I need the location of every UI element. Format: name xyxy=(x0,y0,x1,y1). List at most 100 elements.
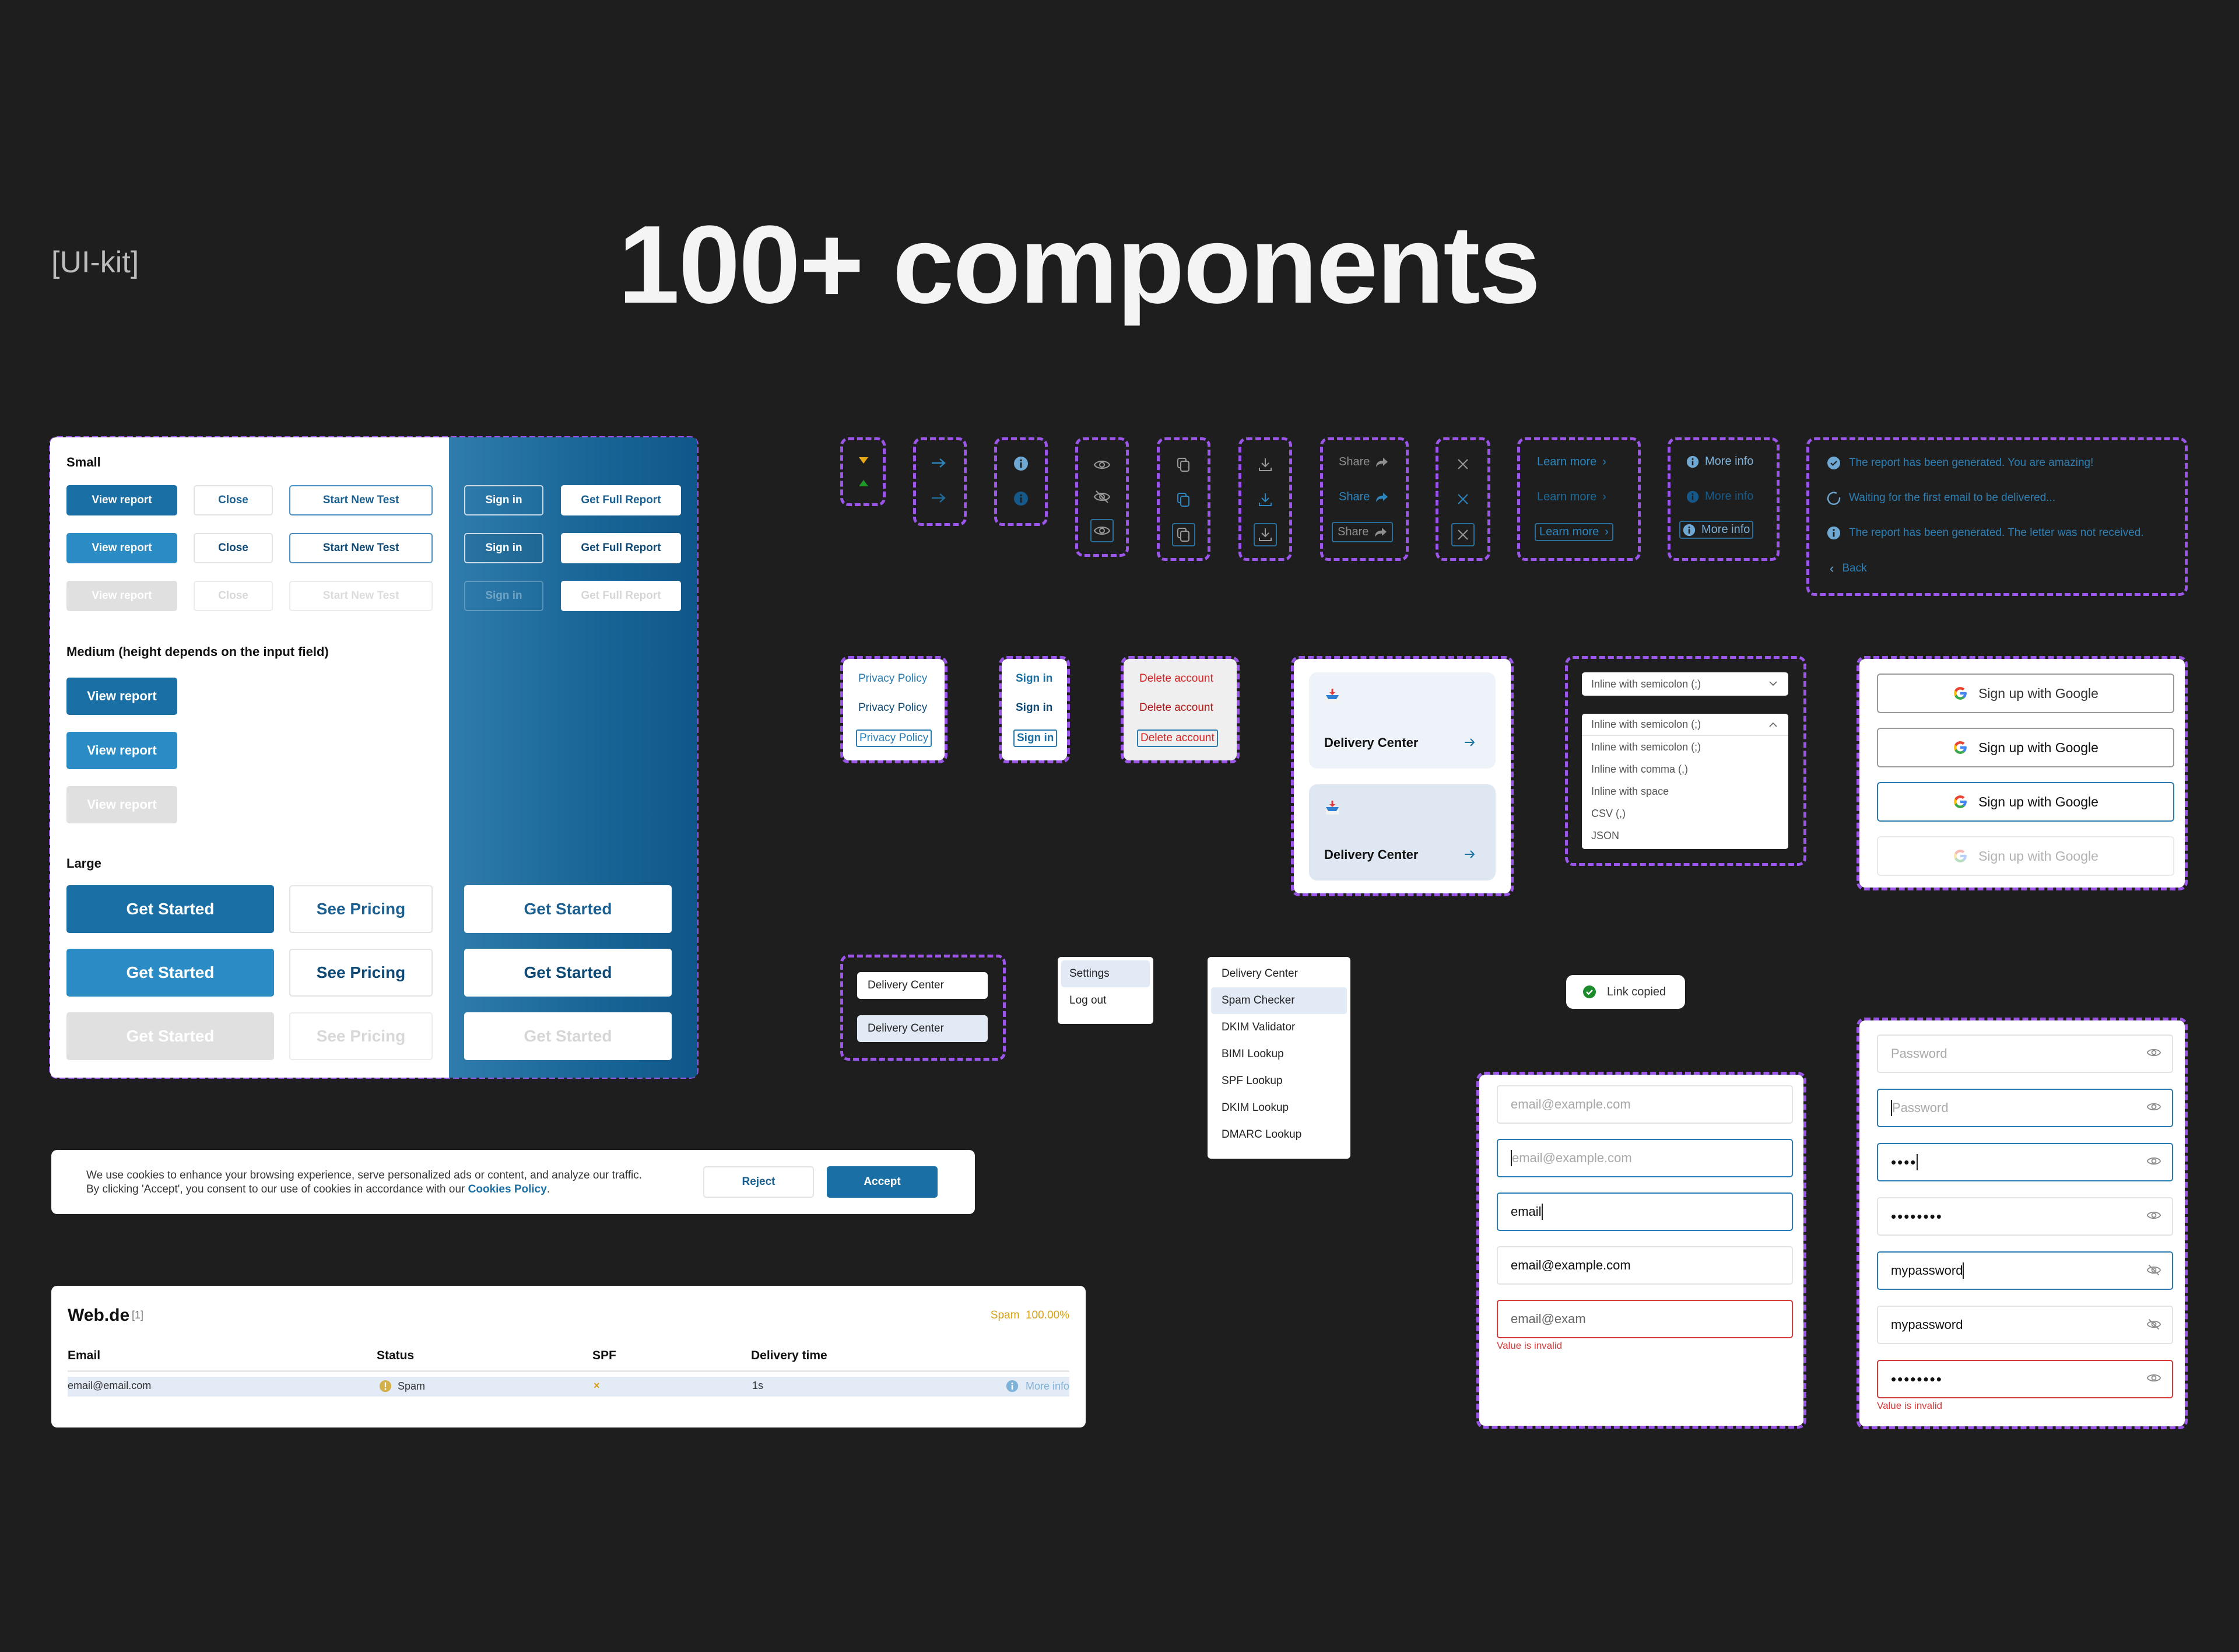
get-full-report-button[interactable]: Get Full Report xyxy=(561,485,681,515)
sign-in-link[interactable]: Sign in xyxy=(1016,672,1053,685)
password-input-typing[interactable]: •••• xyxy=(1877,1143,2173,1181)
more-info-link[interactable]: More info xyxy=(1682,453,1758,471)
start-new-test-button-hover[interactable]: Start New Test xyxy=(289,533,433,563)
view-report-button-hover[interactable]: View report xyxy=(66,533,177,563)
share-button-hover[interactable]: Share xyxy=(1334,488,1393,506)
privacy-policy-link-hover[interactable]: Privacy Policy xyxy=(858,702,928,714)
menu-item-spam-checker[interactable]: Spam Checker xyxy=(1211,987,1347,1014)
menu-item-bimi-lookup[interactable]: BIMI Lookup xyxy=(1222,1048,1284,1060)
learn-more-link-hover[interactable]: Learn more› xyxy=(1532,488,1611,506)
arrow-right-icon-hover[interactable] xyxy=(931,492,947,504)
close-button[interactable]: Close xyxy=(194,485,273,515)
email-input-empty[interactable]: email@example.com xyxy=(1497,1085,1793,1124)
google-signup-button[interactable]: Sign up with Google xyxy=(1877,674,2174,713)
download-icon[interactable] xyxy=(1258,457,1273,472)
eye-off-icon[interactable] xyxy=(1093,490,1111,504)
close-button-hover[interactable]: Close xyxy=(194,533,273,563)
sign-in-ghost-button-hover[interactable]: Sign in xyxy=(464,533,543,563)
menu-item-dmarc-lookup[interactable]: DMARC Lookup xyxy=(1222,1128,1302,1141)
nav-pill-delivery-center-active[interactable]: Delivery Center xyxy=(857,1015,988,1042)
password-input-focused[interactable]: Password xyxy=(1877,1089,2173,1127)
get-started-white-button-hover[interactable]: Get Started xyxy=(464,949,672,997)
eye-icon[interactable] xyxy=(2146,1155,2161,1167)
google-signup-button-focused[interactable]: Sign up with Google xyxy=(1877,782,2174,822)
view-report-button[interactable]: View report xyxy=(66,485,177,515)
close-icon-hover[interactable] xyxy=(1457,493,1469,506)
copy-icon-focused[interactable] xyxy=(1172,523,1195,546)
view-report-medium-button[interactable]: View report xyxy=(66,678,177,715)
password-input-empty[interactable]: Password xyxy=(1877,1034,2173,1073)
back-link[interactable]: ‹ Back xyxy=(1830,561,1867,576)
close-icon[interactable] xyxy=(1457,458,1469,471)
eye-icon-focused[interactable] xyxy=(1090,519,1114,542)
see-pricing-large-button-hover[interactable]: See Pricing xyxy=(289,949,433,997)
info-icon-hover[interactable] xyxy=(1013,491,1029,506)
email-input-typing[interactable]: email xyxy=(1497,1192,1793,1231)
nav-pill-delivery-center[interactable]: Delivery Center xyxy=(857,972,988,999)
eye-off-icon[interactable] xyxy=(2146,1318,2161,1331)
password-input-invalid[interactable]: •••••••• xyxy=(1877,1360,2173,1398)
format-select-open-value[interactable]: Inline with semicolon (;) xyxy=(1582,714,1788,736)
get-started-large-button[interactable]: Get Started xyxy=(66,885,274,933)
get-started-white-button[interactable]: Get Started xyxy=(464,885,672,933)
get-full-report-button-hover[interactable]: Get Full Report xyxy=(561,533,681,563)
cookies-policy-link[interactable]: Cookies Policy xyxy=(468,1183,547,1195)
email-input-focused[interactable]: email@example.com xyxy=(1497,1139,1793,1177)
menu-item-settings[interactable]: Settings xyxy=(1061,960,1150,987)
eye-icon[interactable] xyxy=(2146,1372,2161,1384)
eye-icon[interactable] xyxy=(2146,1047,2161,1058)
view-report-medium-button-hover[interactable]: View report xyxy=(66,732,177,769)
password-input-visible-focused[interactable]: mypassword xyxy=(1877,1251,2173,1290)
get-started-large-button-hover[interactable]: Get Started xyxy=(66,949,274,997)
start-new-test-button[interactable]: Start New Test xyxy=(289,485,433,515)
sign-in-link-hover[interactable]: Sign in xyxy=(1016,702,1053,714)
sign-in-link-focused[interactable]: Sign in xyxy=(1013,729,1058,747)
select-option[interactable]: CSV (,) xyxy=(1591,807,1626,819)
google-signup-button-hover[interactable]: Sign up with Google xyxy=(1877,728,2174,767)
sign-in-ghost-button[interactable]: Sign in xyxy=(464,485,543,515)
close-icon-focused[interactable] xyxy=(1451,523,1475,546)
email-input-invalid[interactable]: email@exam xyxy=(1497,1300,1793,1338)
share-button[interactable]: Share xyxy=(1334,453,1393,471)
privacy-policy-link[interactable]: Privacy Policy xyxy=(858,672,928,685)
select-option[interactable]: Inline with semicolon (;) xyxy=(1591,741,1701,753)
accept-button[interactable]: Accept xyxy=(827,1166,938,1198)
copy-icon-hover[interactable] xyxy=(1177,492,1191,507)
eye-icon[interactable] xyxy=(2146,1209,2161,1221)
see-pricing-large-button[interactable]: See Pricing xyxy=(289,885,433,933)
delete-account-link-focused[interactable]: Delete account xyxy=(1137,729,1218,747)
menu-item-delivery-center[interactable]: Delivery Center xyxy=(1222,967,1298,980)
eye-off-icon[interactable] xyxy=(2146,1264,2161,1276)
eye-icon[interactable] xyxy=(2146,1101,2161,1113)
download-icon-hover[interactable] xyxy=(1258,492,1273,507)
select-option[interactable]: Inline with comma (,) xyxy=(1591,763,1689,775)
select-option[interactable]: Inline with space xyxy=(1591,785,1669,797)
reject-button[interactable]: Reject xyxy=(703,1166,814,1198)
format-select-open[interactable]: Inline with semicolon (;) Inline with se… xyxy=(1582,714,1788,849)
menu-item-spf-lookup[interactable]: SPF Lookup xyxy=(1222,1075,1283,1087)
password-input-filled[interactable]: •••••••• xyxy=(1877,1197,2173,1236)
copy-icon[interactable] xyxy=(1177,457,1191,472)
menu-item-dkim-validator[interactable]: DKIM Validator xyxy=(1222,1021,1296,1033)
learn-more-link[interactable]: Learn more› xyxy=(1532,453,1611,471)
delete-account-link[interactable]: Delete account xyxy=(1139,672,1213,685)
more-info-link[interactable]: More info xyxy=(1006,1380,1069,1393)
more-info-link-hover[interactable]: More info xyxy=(1682,487,1758,506)
menu-item-log-out[interactable]: Log out xyxy=(1069,994,1107,1006)
privacy-policy-link-focused[interactable]: Privacy Policy xyxy=(856,729,932,747)
table-row[interactable] xyxy=(68,1377,1069,1397)
delete-account-link-hover[interactable]: Delete account xyxy=(1139,702,1213,714)
more-info-link-focused[interactable]: More info xyxy=(1679,521,1754,539)
share-button-focused[interactable]: Share xyxy=(1332,522,1394,542)
learn-more-link-focused[interactable]: Learn more› xyxy=(1535,523,1613,541)
download-icon-focused[interactable] xyxy=(1254,523,1277,546)
menu-item-dkim-lookup[interactable]: DKIM Lookup xyxy=(1222,1102,1289,1114)
password-input-visible[interactable]: mypassword xyxy=(1877,1306,2173,1344)
eye-icon[interactable] xyxy=(1093,458,1111,471)
email-input-filled[interactable]: email@example.com xyxy=(1497,1246,1793,1285)
format-select[interactable]: Inline with semicolon (;) xyxy=(1582,672,1788,696)
select-option[interactable]: JSON xyxy=(1591,829,1620,841)
info-icon[interactable] xyxy=(1013,456,1029,471)
arrow-right-icon[interactable] xyxy=(931,457,947,469)
delivery-center-card[interactable]: Delivery Center xyxy=(1309,672,1496,769)
